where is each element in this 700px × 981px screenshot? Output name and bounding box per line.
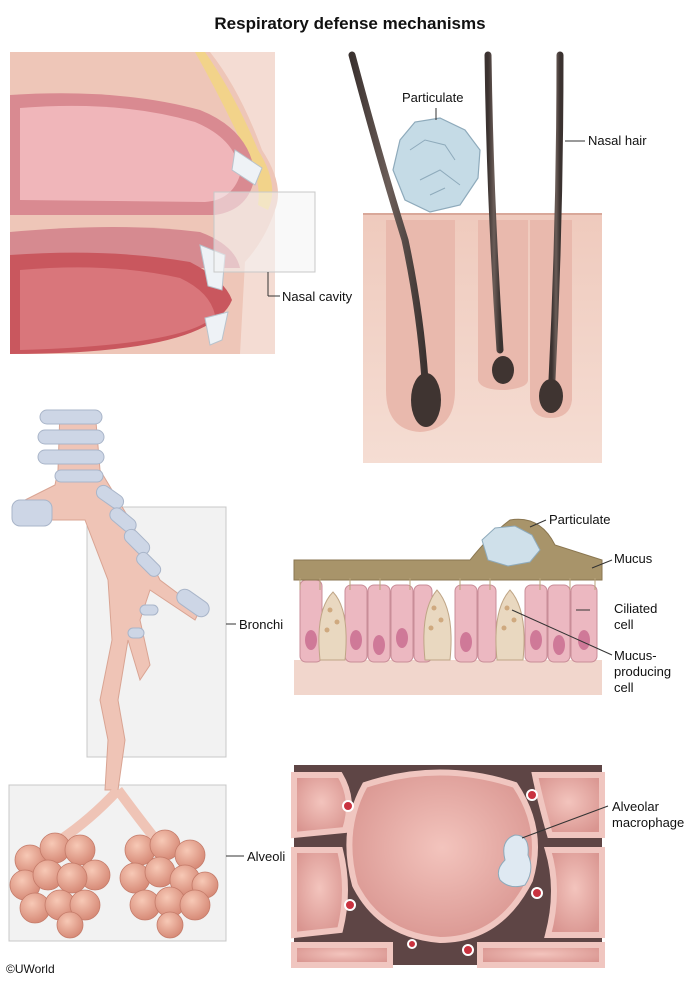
label-alveolar-macrophage-line2: macrophage <box>612 815 685 830</box>
label-alveolar-macrophage-line1: Alveolar <box>612 799 659 814</box>
figure-title: Respiratory defense mechanisms <box>214 14 486 33</box>
label-nasal-hair: Nasal hair <box>588 133 647 148</box>
particulate-top-particle <box>392 117 481 213</box>
alveolar-macrophage-cell <box>497 834 532 888</box>
particulate-mid-particle <box>481 525 541 567</box>
label-nasal-cavity: Nasal cavity <box>282 289 353 304</box>
bronchial-epithelium-illustration <box>293 518 613 695</box>
alveolar-sac-right <box>119 829 219 939</box>
label-ciliated-cell-line2: cell <box>614 617 634 632</box>
label-mucus-producing-line3: cell <box>614 680 634 695</box>
label-ciliated-cell-line1: Ciliated <box>614 601 658 616</box>
nasal-cavity-illustration <box>10 52 316 354</box>
nasal-hair-illustration <box>348 51 602 463</box>
copyright: ©UWorld <box>6 962 55 976</box>
airway-tree-illustration <box>8 409 244 942</box>
label-particulate-mid: Particulate <box>549 512 611 527</box>
goblet-cells <box>318 589 525 661</box>
label-alveoli: Alveoli <box>247 849 286 864</box>
label-mucus-producing-line1: Mucus- <box>614 648 657 663</box>
alveoli-illustration <box>291 765 609 968</box>
label-particulate-top: Particulate <box>402 90 464 105</box>
alveolar-sac-left <box>9 832 111 939</box>
label-bronchi: Bronchi <box>239 617 284 632</box>
label-mucus-producing-line2: producing <box>614 664 672 679</box>
label-mucus: Mucus <box>614 551 653 566</box>
